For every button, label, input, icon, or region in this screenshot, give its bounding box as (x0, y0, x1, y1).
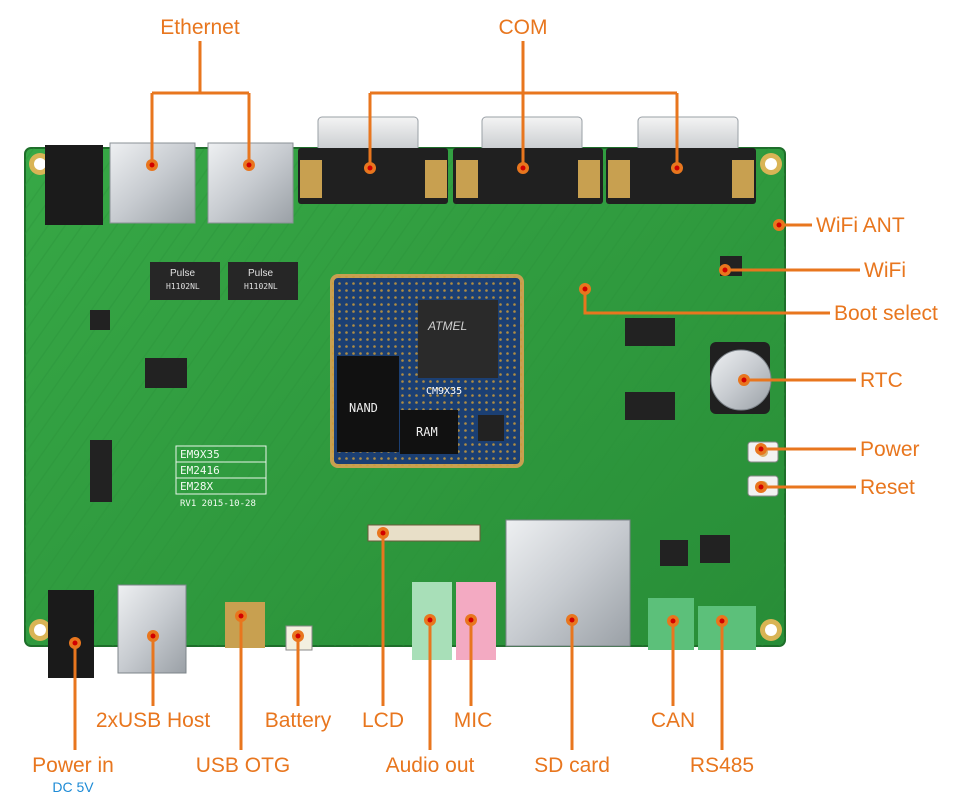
sd-card-slot (505, 519, 631, 647)
label-power-in: Power in (32, 754, 114, 777)
ethernet-jacks (45, 142, 294, 225)
label-com: COM (499, 16, 548, 39)
label-mic: MIC (454, 709, 493, 732)
ram-label: RAM (416, 425, 438, 439)
bottom-ports (48, 584, 313, 678)
pulse-transformers: Pulse H1102NL Pulse H1102NL (150, 262, 298, 300)
com-connector-0 (298, 116, 448, 204)
label-usb-otg: USB OTG (196, 754, 291, 777)
label-ethernet: Ethernet (160, 16, 240, 39)
atmel-logo: ATMEL (427, 319, 467, 333)
callout-labels: Ethernet COM WiFi ANT WiFi Boot select R… (32, 16, 938, 777)
pulse-part-1: H1102NL (166, 282, 200, 291)
pulse-brand-2: Pulse (248, 268, 273, 279)
label-audio-out: Audio out (386, 754, 475, 777)
com-connector-2 (606, 116, 756, 204)
label-sd-card: SD card (534, 754, 610, 777)
silk-revision: RV1 2015-10-28 (180, 499, 256, 509)
sublabel-dc-5v: DC 5V (52, 779, 94, 795)
label-power: Power (860, 438, 920, 461)
callout-dots (69, 159, 785, 649)
label-wifi-ant: WiFi ANT (816, 214, 905, 237)
com-connectors (298, 116, 756, 204)
label-boot-select: Boot select (834, 302, 938, 325)
label-battery: Battery (265, 709, 332, 732)
label-rtc: RTC (860, 369, 903, 392)
nand-label: NAND (349, 401, 378, 415)
pulse-brand-1: Pulse (170, 268, 195, 279)
lcd-fpc-connector (367, 524, 481, 542)
pulse-part-2: H1102NL (244, 282, 278, 291)
module-name: CM9X35 (426, 386, 462, 397)
label-lcd: LCD (362, 709, 404, 732)
silk-line-1: EM2416 (180, 464, 220, 477)
callout-dot-centers (72, 162, 782, 646)
silkscreen-model-box: EM9X35 EM2416 EM28X RV1 2015-10-28 (175, 445, 267, 509)
misc-chips (90, 256, 742, 566)
label-can: CAN (651, 709, 695, 732)
silk-line-0: EM9X35 (180, 448, 220, 461)
cm9x35-module: ATMEL NAND RAM CM9X35 (330, 274, 524, 468)
com-connector-1 (453, 116, 603, 204)
label-wifi: WiFi (864, 259, 906, 282)
label-usb-host: 2xUSB Host (96, 709, 211, 732)
label-reset: Reset (860, 476, 915, 499)
label-rs485: RS485 (690, 754, 754, 777)
silk-line-2: EM28X (180, 480, 213, 493)
callouts (73, 41, 860, 750)
